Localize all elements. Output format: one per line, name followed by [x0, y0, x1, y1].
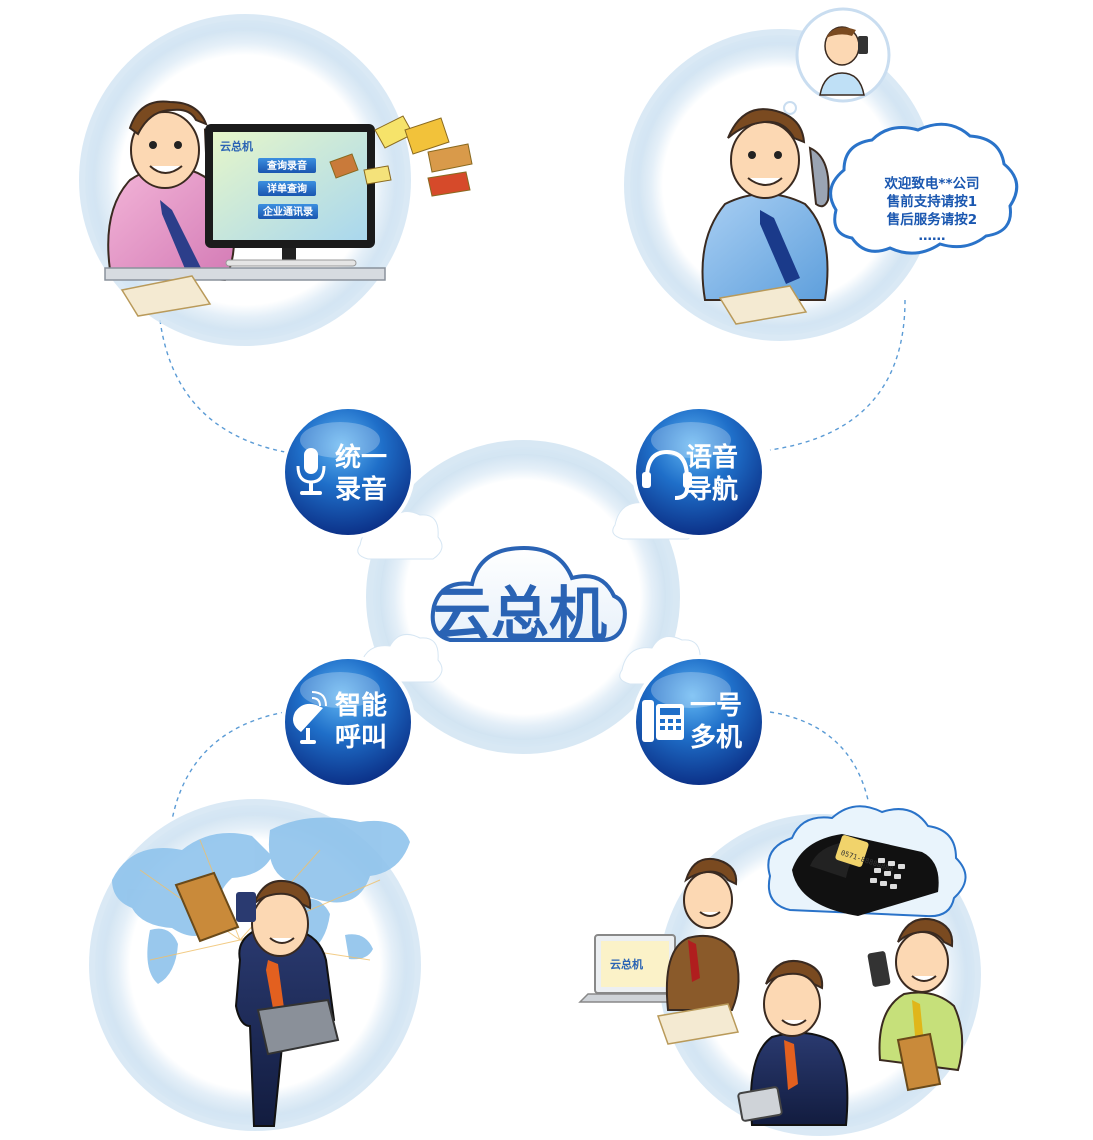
- documents: [120, 275, 212, 317]
- caller-thought-bubble: [772, 7, 891, 125]
- tablet-icon: [737, 1086, 783, 1122]
- businessman-green-shirt: [867, 918, 964, 1092]
- connector-top-right: [769, 299, 906, 451]
- wifi-signal-icon: [521, 617, 540, 638]
- screen-button-call-details[interactable]: 详单查询: [258, 181, 316, 196]
- feature-3-line1: 智能: [335, 690, 387, 721]
- scene-recording: 云总机 查询录音 详单查询 企业通讯录: [79, 14, 473, 346]
- feature-3-line2: 呼叫: [335, 723, 387, 753]
- svg-text:查询录音: 查询录音: [266, 159, 307, 172]
- feature-2-line2: 导航: [686, 474, 738, 505]
- connector-bottom-right: [769, 711, 869, 801]
- laptop-logo: 云总机: [610, 957, 643, 971]
- logo-text: 云总机: [433, 580, 607, 648]
- feature-1-line2: 录音: [335, 474, 387, 505]
- feature-unified-recording[interactable]: 统一 录音: [281, 405, 415, 539]
- businessman-brown-suit: [656, 858, 740, 1045]
- ivr-speech-cloud: 欢迎致电**公司 售前支持请按1 售后服务请按2 ……: [829, 122, 1019, 255]
- businessman-blue-shirt: [701, 108, 830, 325]
- scene-navigation: 欢迎致电**公司 售前支持请按1 售后服务请按2 ……: [624, 7, 1019, 341]
- scene-multi-phone: 0571-88888888 云总机: [578, 805, 981, 1136]
- documents: [656, 1003, 740, 1045]
- folder-icon: [896, 1032, 942, 1092]
- desk-phone: 0571-88888888: [792, 834, 939, 916]
- svg-text:企业通讯录: 企业通讯录: [262, 205, 313, 218]
- mobile-phone-icon: [236, 892, 256, 922]
- connector-bottom-left: [171, 711, 286, 821]
- ivr-line-2: 售前支持请按1: [886, 193, 977, 210]
- logo-cloud-outline: [430, 545, 627, 642]
- headset-icon: [642, 449, 692, 500]
- computer-monitor: 云总机 查询录音 详单查询 企业通讯录: [205, 124, 375, 267]
- ivr-line-4: ……: [919, 228, 946, 244]
- svg-text:详单查询: 详单查询: [267, 182, 307, 195]
- screen-logo: 云总机: [220, 139, 253, 153]
- envelope-icons: [329, 115, 473, 197]
- logo-cloud: 云总机: [430, 545, 627, 648]
- feature-one-number-multi-phone[interactable]: 一号 多机: [632, 655, 766, 789]
- feature-smart-call[interactable]: 智能 呼叫: [281, 655, 415, 789]
- connector-top-left: [159, 319, 286, 453]
- feature-4-line2: 多机: [690, 723, 742, 753]
- center-hub: 云总机: [357, 440, 705, 754]
- connector-lines: [159, 299, 906, 821]
- ivr-line-1: 欢迎致电**公司: [883, 175, 979, 192]
- screen-button-recordings[interactable]: 查询录音: [258, 158, 316, 173]
- feature-voice-navigation[interactable]: 语音 导航: [632, 405, 766, 539]
- feature-4-line1: 一号: [690, 691, 742, 721]
- briefcase-icon: [256, 998, 340, 1056]
- phone-cloud: 0571-88888888: [767, 805, 967, 918]
- desk-phone-icon: [642, 700, 684, 742]
- documents: [718, 285, 808, 325]
- businessman-center-suit: [737, 960, 849, 1126]
- satellite-dish-icon: [293, 691, 327, 744]
- screen-button-directory[interactable]: 企业通讯录: [258, 204, 318, 219]
- mobile-phone-icon: [867, 951, 891, 987]
- scene-smart-call: [89, 799, 421, 1131]
- businessman-navy-suit: [174, 871, 340, 1127]
- folder-icon: [174, 871, 240, 943]
- feature-2-line1: 语音: [686, 442, 738, 473]
- ivr-line-3: 售后服务请按2: [886, 211, 977, 228]
- desk: [104, 267, 386, 281]
- mobile-phone-icon: [858, 36, 868, 54]
- microphone-icon: [296, 448, 326, 495]
- feature-1-line1: 统一: [335, 442, 387, 473]
- telephone-handset-icon: [808, 146, 830, 208]
